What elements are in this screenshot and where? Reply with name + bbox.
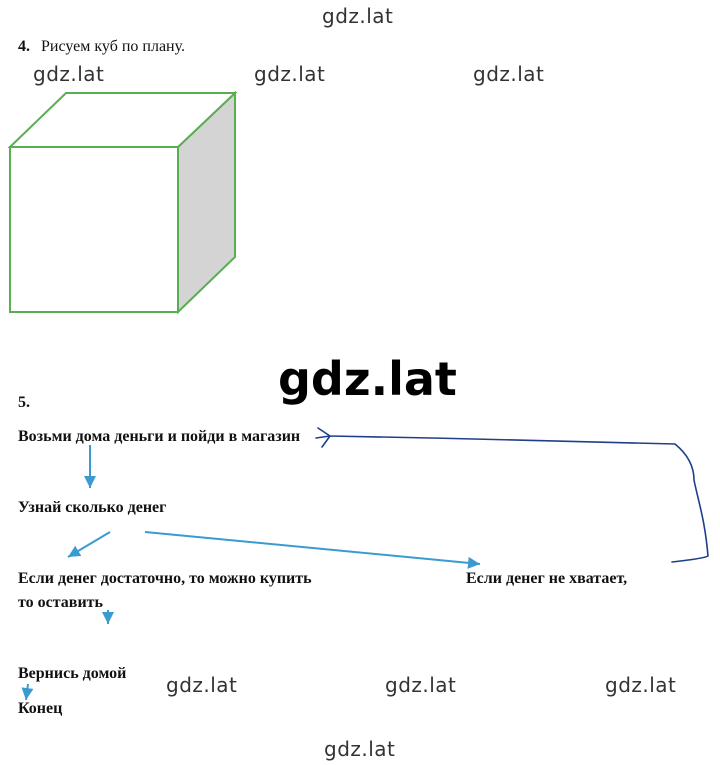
arrow-count-to-enough (67, 531, 111, 558)
step-start: Возьми дома деньги и пойди в магазин (18, 428, 301, 445)
watermark-top: gdz.lat (322, 4, 394, 28)
watermark-row1-right: gdz.lat (473, 62, 545, 86)
step-end: Конец (18, 700, 63, 717)
task4-instruction: Рисуем куб по плану. (41, 38, 186, 55)
task5-number: 5. (18, 394, 30, 411)
hand-drawn-loop-arrow (315, 427, 709, 563)
task4-number: 4. (18, 38, 30, 55)
arrow-return-to-end (21, 683, 34, 701)
watermark-row1-middle: gdz.lat (254, 62, 326, 86)
arrow-count-to-not-enough (144, 531, 481, 569)
step-return-home: Вернись домой (18, 665, 127, 682)
watermark-row1-left: gdz.lat (33, 62, 105, 86)
step-count-money: Узнай сколько денег (18, 499, 167, 516)
cube-front-face (9, 146, 179, 313)
step-not-enough-money: Если денег не хватает, (466, 570, 628, 587)
watermark-center: gdz.lat (278, 352, 457, 406)
watermark-row2-right: gdz.lat (605, 673, 677, 697)
watermark-bottom: gdz.lat (324, 737, 396, 761)
watermark-row2-left: gdz.lat (166, 673, 238, 697)
step-enough-money-line1: Если денег достаточно, то можно купить (18, 570, 312, 587)
watermark-row2-middle: gdz.lat (385, 673, 457, 697)
step-enough-money-line2: то оставить (18, 594, 103, 611)
